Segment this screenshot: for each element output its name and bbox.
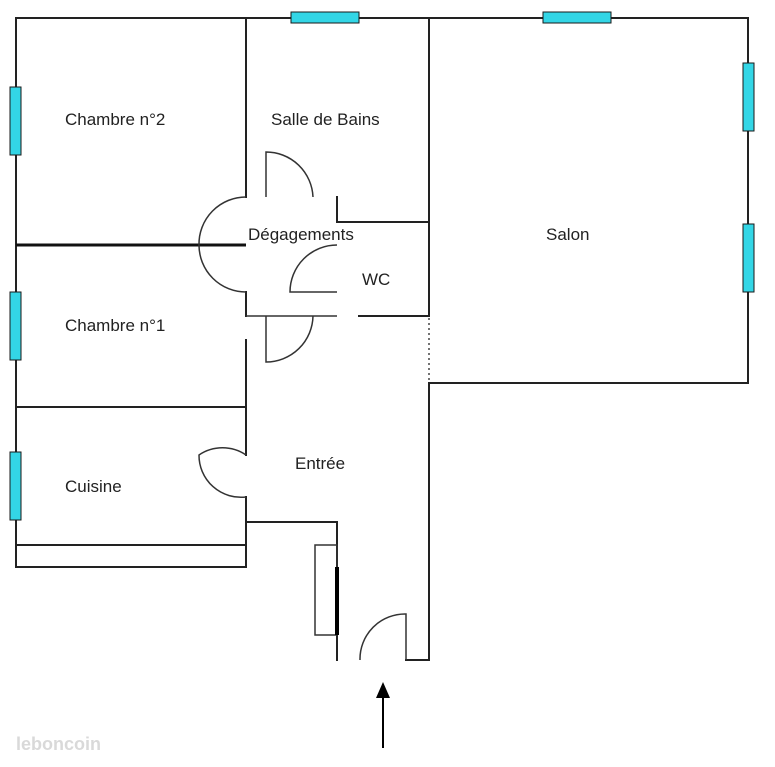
room-label-chambre-2: Chambre n°2 [65, 110, 165, 129]
doors [198, 151, 407, 661]
door-cuisine [198, 447, 247, 499]
door-wc [289, 244, 338, 293]
interior-walls [15, 17, 430, 523]
room-label-salon: Salon [546, 225, 589, 244]
entrance-closet [314, 544, 339, 636]
door-chambre-1-upper [198, 244, 247, 293]
window-left-cuisine [9, 451, 22, 521]
room-label-entree: Entrée [295, 454, 345, 473]
room-label-wc: WC [362, 270, 390, 289]
door-chambre-2 [198, 196, 247, 246]
watermark-logo: leboncoin [16, 734, 101, 754]
room-label-degagements: Dégagements [248, 225, 354, 244]
windows [9, 11, 755, 521]
room-label-chambre-1: Chambre n°1 [65, 316, 165, 335]
room-label-salle-de-bains: Salle de Bains [271, 110, 380, 129]
window-top-salle-de-bains [290, 11, 360, 24]
door-entrance [359, 613, 407, 661]
window-right-upper [742, 62, 755, 132]
room-label-cuisine: Cuisine [65, 477, 122, 496]
window-left-chambre-2 [9, 86, 22, 156]
window-left-chambre-1 [9, 291, 22, 361]
window-right-lower [742, 223, 755, 293]
entrance-arrow-icon [376, 682, 390, 748]
door-salle-de-bains [265, 151, 314, 198]
door-chambre-1 [246, 315, 337, 363]
window-top-salon [542, 11, 612, 24]
